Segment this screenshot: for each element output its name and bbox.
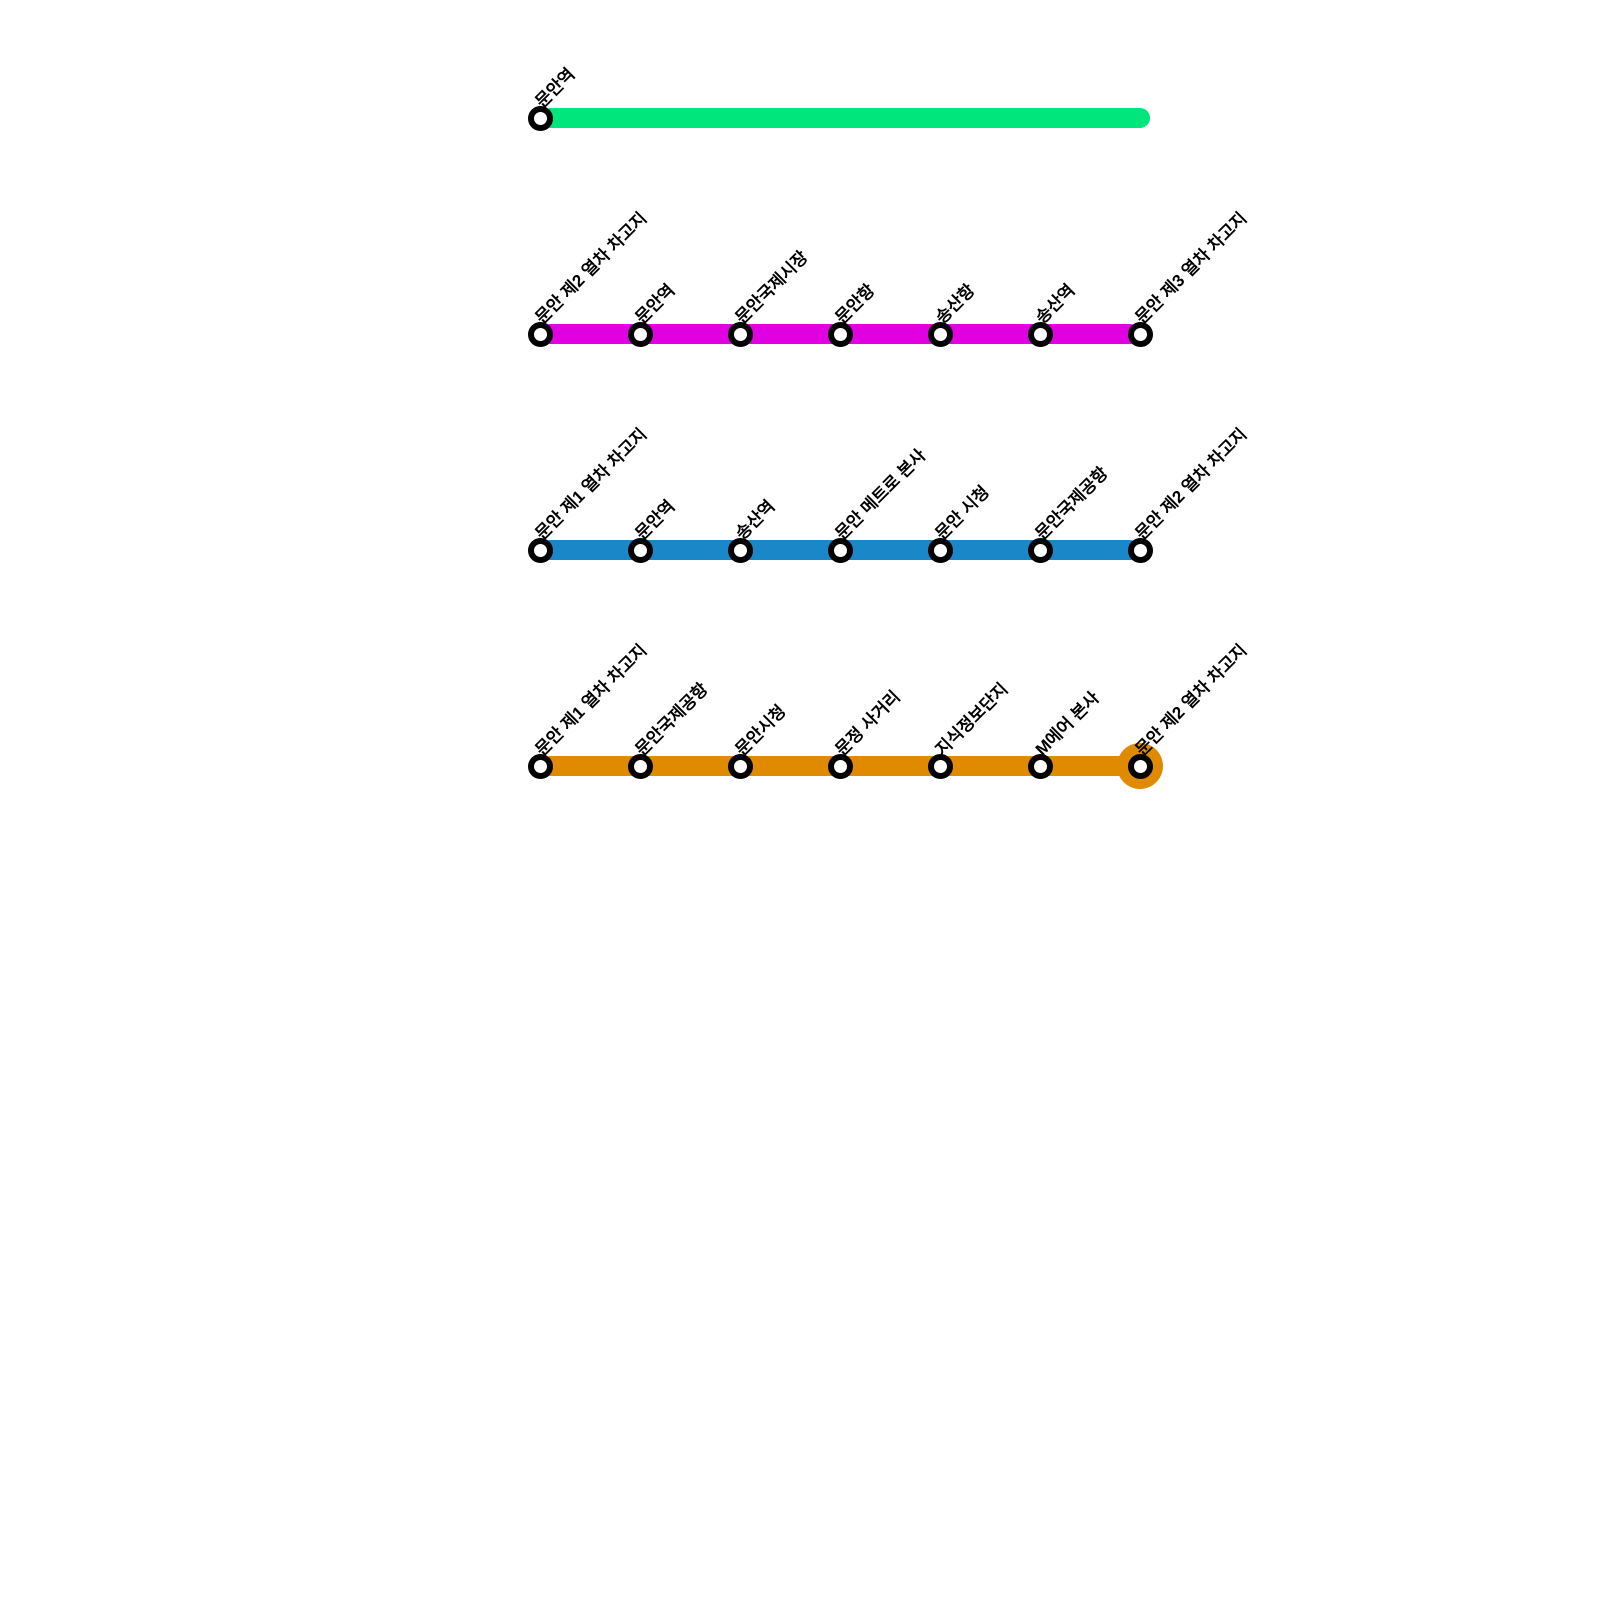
station-label: 문안국제시장	[731, 247, 812, 328]
station-marker	[1027, 753, 1053, 779]
station-label: 문안 제3 열차 차고지	[1131, 208, 1251, 328]
station-label: M에어 본사	[1031, 688, 1103, 760]
station-label: 문안국제공항	[1031, 463, 1112, 544]
station-marker	[1027, 537, 1053, 563]
station-marker	[627, 321, 653, 347]
station-label: 문정 사거리	[831, 687, 904, 760]
station-label: 문안 제2 열차 차고지	[1131, 424, 1251, 544]
station-label: 문안 제1 열차 차고지	[531, 640, 651, 760]
station-label: 문안역	[631, 280, 679, 328]
station-marker	[1127, 537, 1153, 563]
station-marker	[927, 321, 953, 347]
station-label: 문안시청	[731, 701, 790, 760]
station-label: 문안 제1 열차 차고지	[531, 424, 651, 544]
station-marker	[927, 537, 953, 563]
station-label: 송산역	[1031, 280, 1079, 328]
station-marker	[927, 753, 953, 779]
station-marker	[627, 537, 653, 563]
station-label: 송산역	[731, 496, 779, 544]
station-label: 송산항	[931, 280, 979, 328]
station-marker	[827, 537, 853, 563]
station-marker	[527, 753, 553, 779]
station-label: 문안 제2 열차 차고지	[531, 208, 651, 328]
station-marker	[527, 321, 553, 347]
station-marker	[1127, 753, 1153, 779]
station-marker	[1127, 321, 1153, 347]
station-label: 문안 제2 열차 차고지	[1131, 640, 1251, 760]
station-marker	[727, 753, 753, 779]
station-marker	[527, 537, 553, 563]
line-green-bar	[540, 108, 1150, 128]
station-marker	[527, 105, 553, 131]
station-marker	[727, 321, 753, 347]
station-label: 문안 시청	[931, 482, 993, 544]
station-label: 문안항	[831, 280, 879, 328]
station-marker	[827, 321, 853, 347]
station-label: 지식정보단지	[931, 679, 1012, 760]
station-label: 문안역	[631, 496, 679, 544]
station-label: 문안역	[531, 64, 579, 112]
station-marker	[827, 753, 853, 779]
station-marker	[1027, 321, 1053, 347]
station-marker	[627, 753, 653, 779]
station-label: 문안국제공항	[631, 679, 712, 760]
station-label: 문안 메트로 본사	[831, 445, 930, 544]
station-marker	[727, 537, 753, 563]
